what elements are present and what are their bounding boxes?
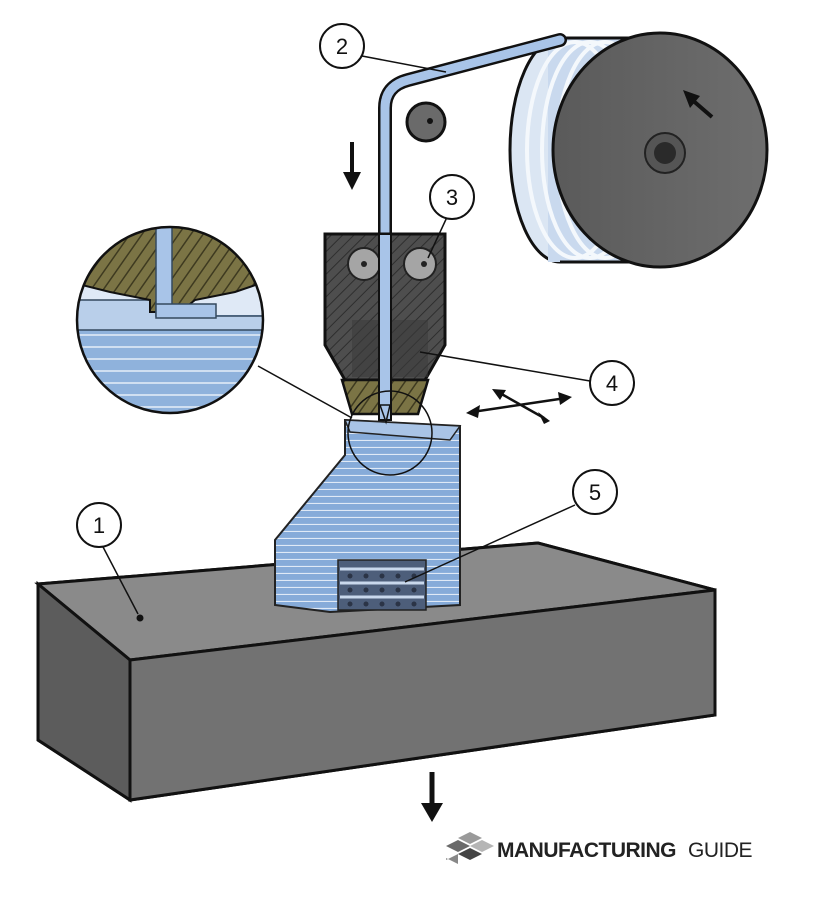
brand-name-bold: MANUFACTURING <box>497 839 676 862</box>
support-lattice <box>337 559 427 611</box>
callout-2-label: 2 <box>336 34 348 59</box>
callout-5: 5 <box>572 469 618 515</box>
manufacturing-guide-logo: MANUFACTURING GUIDE <box>446 832 753 864</box>
callout-4: 4 <box>589 360 635 406</box>
magnified-detail <box>75 225 265 415</box>
callout-2: 2 <box>319 23 365 69</box>
xy-motion-arrows-icon <box>466 389 572 424</box>
brand-name-light: GUIDE <box>688 839 753 862</box>
callout-5-label: 5 <box>589 480 601 505</box>
filament-feed-arrow-icon <box>343 142 361 190</box>
callout-3-label: 3 <box>446 185 458 210</box>
printed-part <box>274 418 462 614</box>
callout-4-label: 4 <box>606 371 618 396</box>
filament-strand <box>378 33 567 417</box>
build-platform <box>34 541 717 803</box>
nozzle-focus-circle <box>347 390 433 476</box>
callout-3: 3 <box>429 174 475 220</box>
platform-down-arrow-icon <box>421 772 443 822</box>
filament-spool <box>508 31 769 269</box>
logo-mark-icon <box>446 832 494 864</box>
callout-1: 1 <box>76 502 122 548</box>
extruder-head <box>323 232 447 425</box>
callout-1-label: 1 <box>93 513 105 538</box>
